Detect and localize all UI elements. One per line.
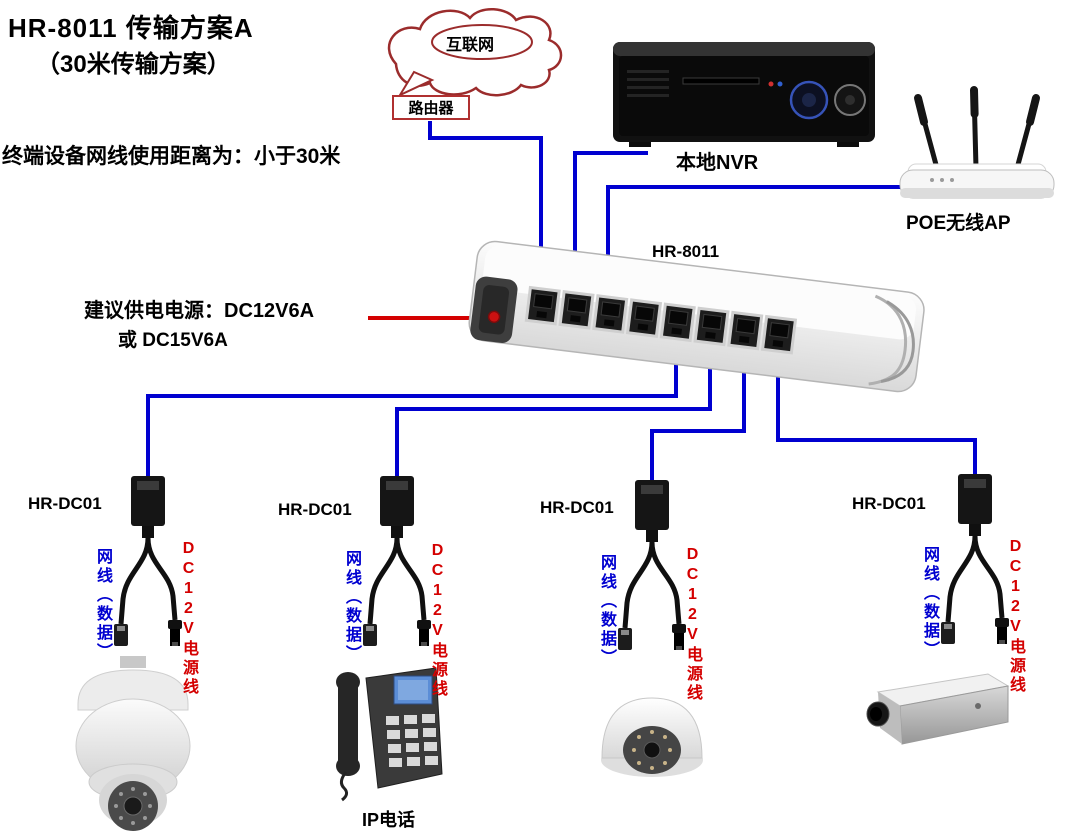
nvr-label: 本地NVR — [676, 152, 759, 174]
splitter-4-data-cable-label: 网线（数据） — [921, 546, 938, 660]
ptz-camera — [75, 656, 191, 831]
switch-port-1 — [524, 285, 562, 327]
phone-handset — [338, 676, 358, 772]
wire-switch-to-splitter-1 — [146, 337, 678, 480]
router-box: 路由器 — [392, 95, 470, 120]
power-note-line2: 或 DC15V6A — [118, 330, 228, 351]
switch-port-8 — [760, 314, 798, 356]
wire-switch-to-splitter-4 — [776, 350, 977, 478]
dome-camera — [601, 697, 703, 777]
splitter-2-data-cable-label: 网线（数据） — [343, 550, 360, 664]
switch-power-port — [487, 310, 501, 324]
splitter-2-power-cable-label: DC12V电源线 — [429, 542, 446, 699]
splitter-2-graphic — [363, 476, 431, 646]
page-subtitle: （30米传输方案） — [36, 51, 231, 78]
ptz-lens — [123, 796, 143, 816]
splitter-2-label: HR-DC01 — [278, 500, 352, 519]
switch-label: HR-8011 — [652, 242, 720, 261]
internet-label: 互联网 — [446, 37, 495, 54]
splitter-4-graphic — [941, 474, 1009, 644]
switch-port-7 — [726, 310, 764, 351]
nvr-device — [613, 42, 875, 147]
splitter-4-label: HR-DC01 — [852, 494, 926, 513]
switch-port-3 — [591, 293, 629, 335]
switch-port-4 — [625, 297, 663, 339]
splitter-1-data-cable-label: 网线（数据） — [94, 548, 111, 662]
splitter-4-power-cable-label: DC12V电源线 — [1007, 538, 1024, 695]
ip-phone-label: IP电话 — [362, 810, 416, 830]
splitter-1-power-cable-label: DC12V电源线 — [180, 540, 197, 697]
poe-wireless-ap — [899, 86, 1055, 199]
switch-port-6 — [692, 306, 731, 347]
ip-phone-device — [336, 667, 443, 802]
switch-port-2 — [557, 289, 596, 331]
splitter-3-label: HR-DC01 — [540, 498, 614, 517]
page-title: HR-8011 传输方案A — [8, 13, 254, 43]
splitter-3-power-cable-label: DC12V电源线 — [684, 546, 701, 703]
cloud-tail — [397, 70, 435, 98]
distance-note: 终端设备网线使用距离为：小于30米 — [2, 145, 341, 168]
splitter-1-graphic — [114, 476, 182, 646]
phone-cord — [339, 771, 349, 802]
nvr-led-blue — [777, 81, 783, 87]
wire-switch-to-splitter-2 — [395, 341, 712, 480]
box-camera — [866, 673, 1010, 745]
wire-router-to-switch — [428, 121, 543, 298]
wire-switch-to-splitter-3 — [650, 345, 746, 484]
router-label: 路由器 — [408, 100, 454, 117]
switch-device — [468, 240, 925, 393]
dome-lens — [643, 741, 661, 759]
nvr-led-red — [768, 81, 774, 87]
splitter-1-label: HR-DC01 — [28, 494, 102, 513]
splitter-3-graphic — [618, 480, 686, 650]
nvr-disc-slot — [682, 77, 760, 85]
switch-port-5 — [659, 301, 697, 343]
internet-cloud — [387, 8, 563, 98]
splitter-3-data-cable-label: 网线（数据） — [598, 554, 615, 668]
power-note-line1: 建议供电电源：DC12V6A — [84, 300, 315, 322]
ap-label: POE无线AP — [906, 213, 1011, 234]
